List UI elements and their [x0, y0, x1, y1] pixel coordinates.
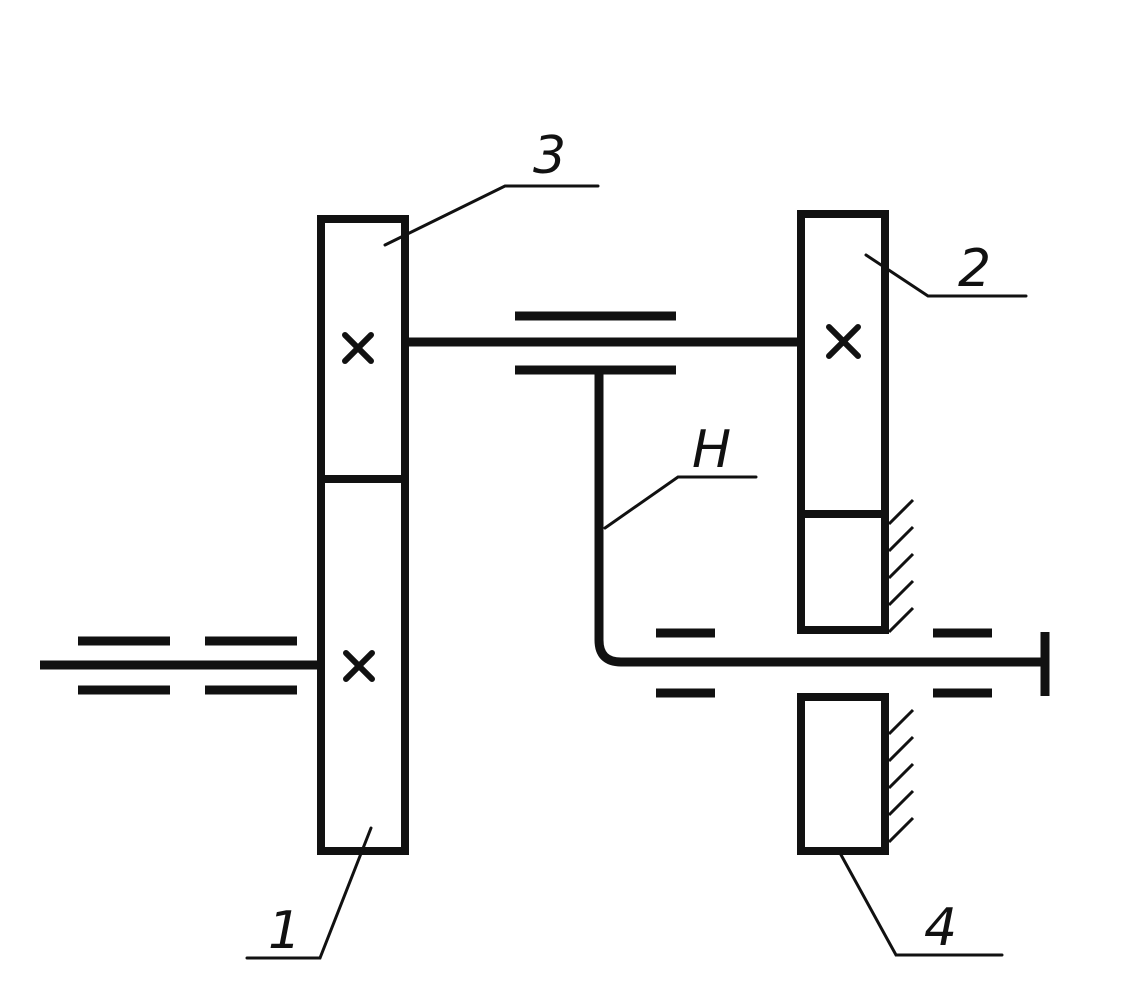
gear-2-body	[797, 210, 889, 518]
ground-hatch-lower	[887, 708, 915, 844]
leader-line-3	[383, 184, 600, 247]
ground-hatch-upper	[887, 498, 915, 634]
label-carrier-h: H	[692, 420, 731, 480]
leader-line-2	[864, 253, 1028, 298]
leader-line-1	[245, 826, 373, 960]
gear-2-lower-body	[797, 510, 889, 634]
output-shaft-bearings	[656, 628, 992, 698]
label-gear-4: 4	[924, 898, 957, 958]
input-shaft-bearings	[78, 636, 297, 695]
gear-2-bearing-cross	[826, 324, 861, 359]
gear-4-body	[797, 693, 889, 855]
label-gear-2: 2	[958, 239, 991, 299]
leader-line-h	[603, 475, 758, 530]
label-gear-3: 3	[533, 126, 566, 186]
gear-3-bearing-cross	[342, 332, 374, 364]
gear-1-bearing-cross	[343, 650, 375, 682]
label-gear-1: 1	[268, 901, 301, 961]
carrier-h	[594, 370, 1045, 667]
leader-line-4	[838, 851, 1004, 957]
